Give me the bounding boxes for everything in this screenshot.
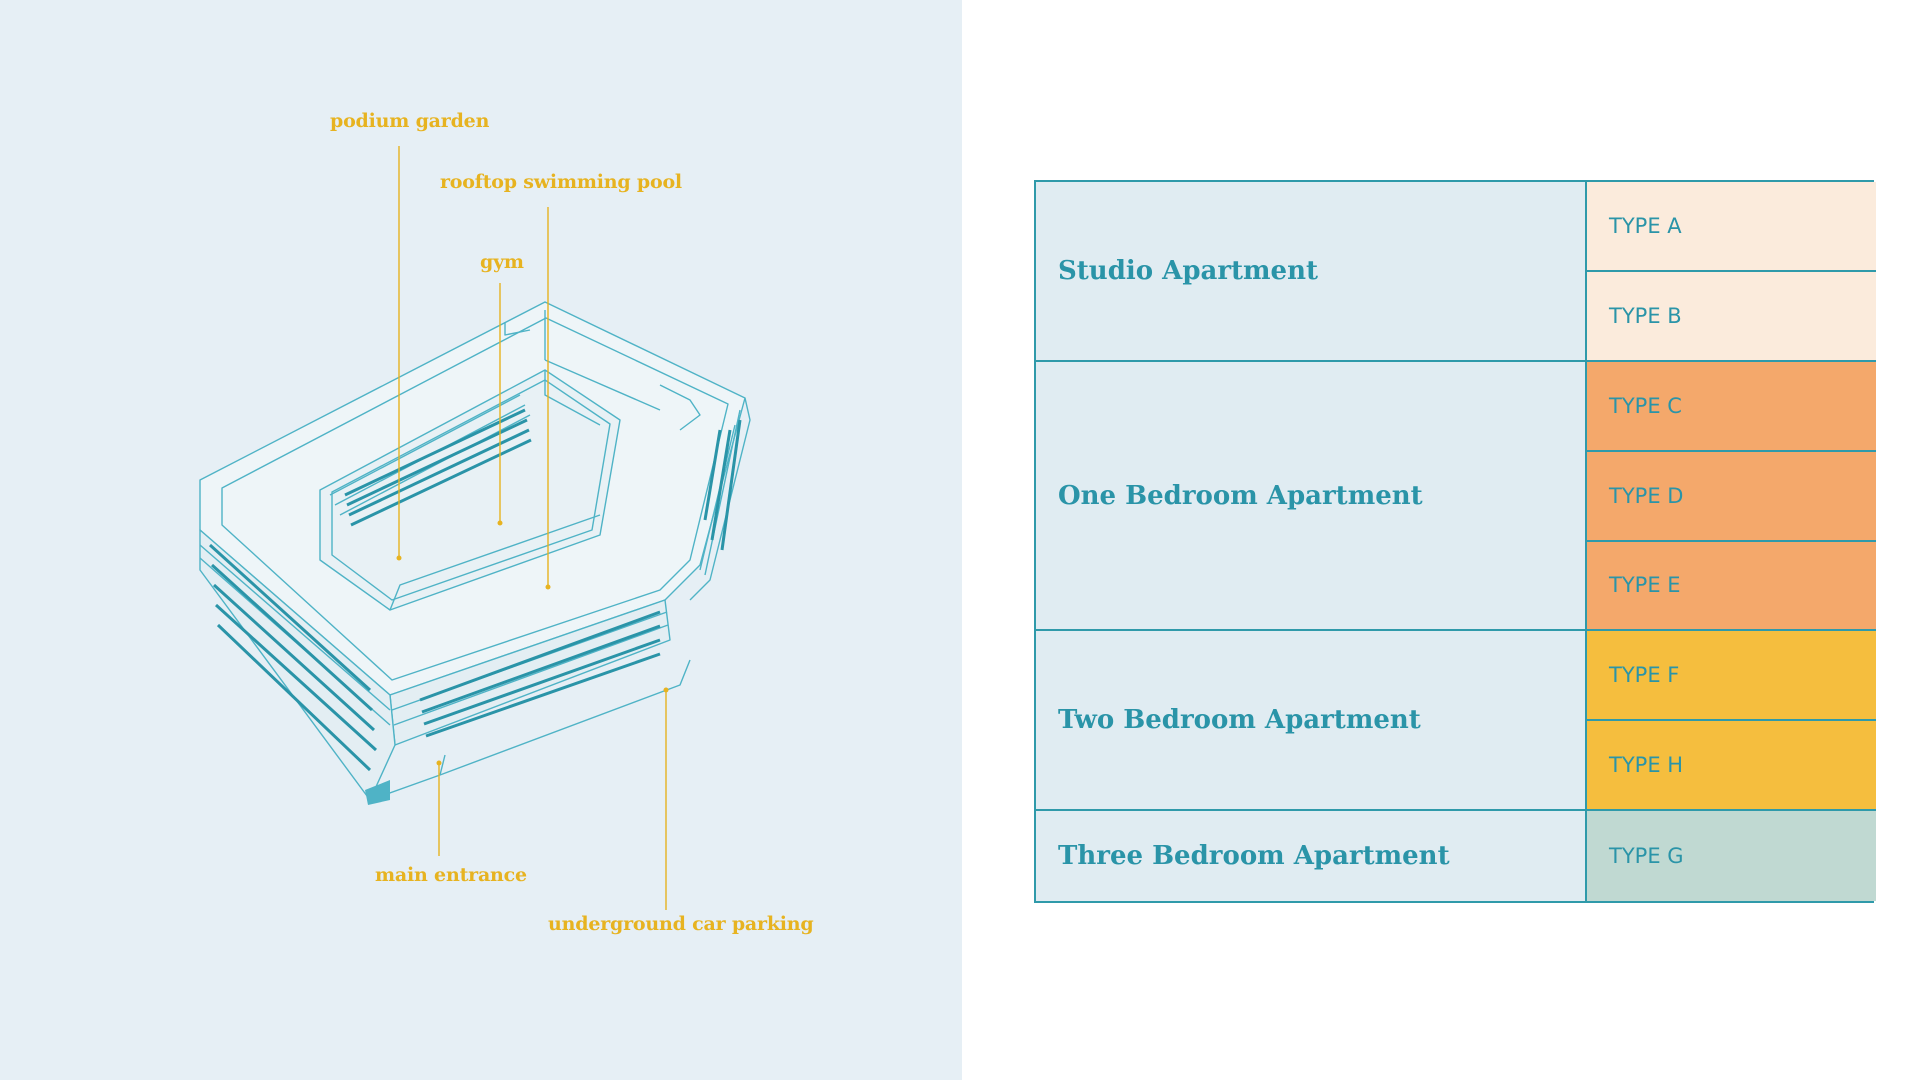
label-underground-parking: underground car parking — [548, 913, 814, 935]
category-cell: Two Bedroom Apartment — [1036, 631, 1587, 812]
label-main-entrance: main entrance — [375, 864, 527, 886]
type-cell: TYPE D — [1587, 451, 1876, 542]
type-cell: TYPE G — [1587, 811, 1876, 901]
diagram-panel: podium garden rooftop swimming pool gym … — [0, 0, 962, 1080]
label-rooftop-pool: rooftop swimming pool — [440, 171, 682, 193]
category-cell: Studio Apartment — [1036, 182, 1587, 362]
callout-leaders — [398, 146, 667, 910]
category-cell: Three Bedroom Apartment — [1036, 811, 1587, 901]
building-isometric-diagram — [199, 146, 751, 910]
type-cell: TYPE E — [1587, 541, 1876, 632]
type-cell: TYPE H — [1587, 721, 1876, 812]
facade-bands — [208, 419, 742, 772]
roof-outline-inner — [221, 317, 729, 681]
callout-dots — [396, 520, 669, 766]
corner-piece — [365, 780, 390, 805]
type-cell: TYPE B — [1587, 271, 1876, 362]
label-gym: gym — [480, 251, 524, 273]
pool-block-windows — [344, 408, 532, 527]
label-podium-garden: podium garden — [330, 110, 490, 132]
building-drawing — [199, 301, 751, 801]
type-cell: TYPE C — [1587, 361, 1876, 452]
type-cell: TYPE A — [1587, 182, 1876, 272]
category-cell: One Bedroom Apartment — [1036, 361, 1587, 632]
type-cell: TYPE F — [1587, 631, 1876, 722]
